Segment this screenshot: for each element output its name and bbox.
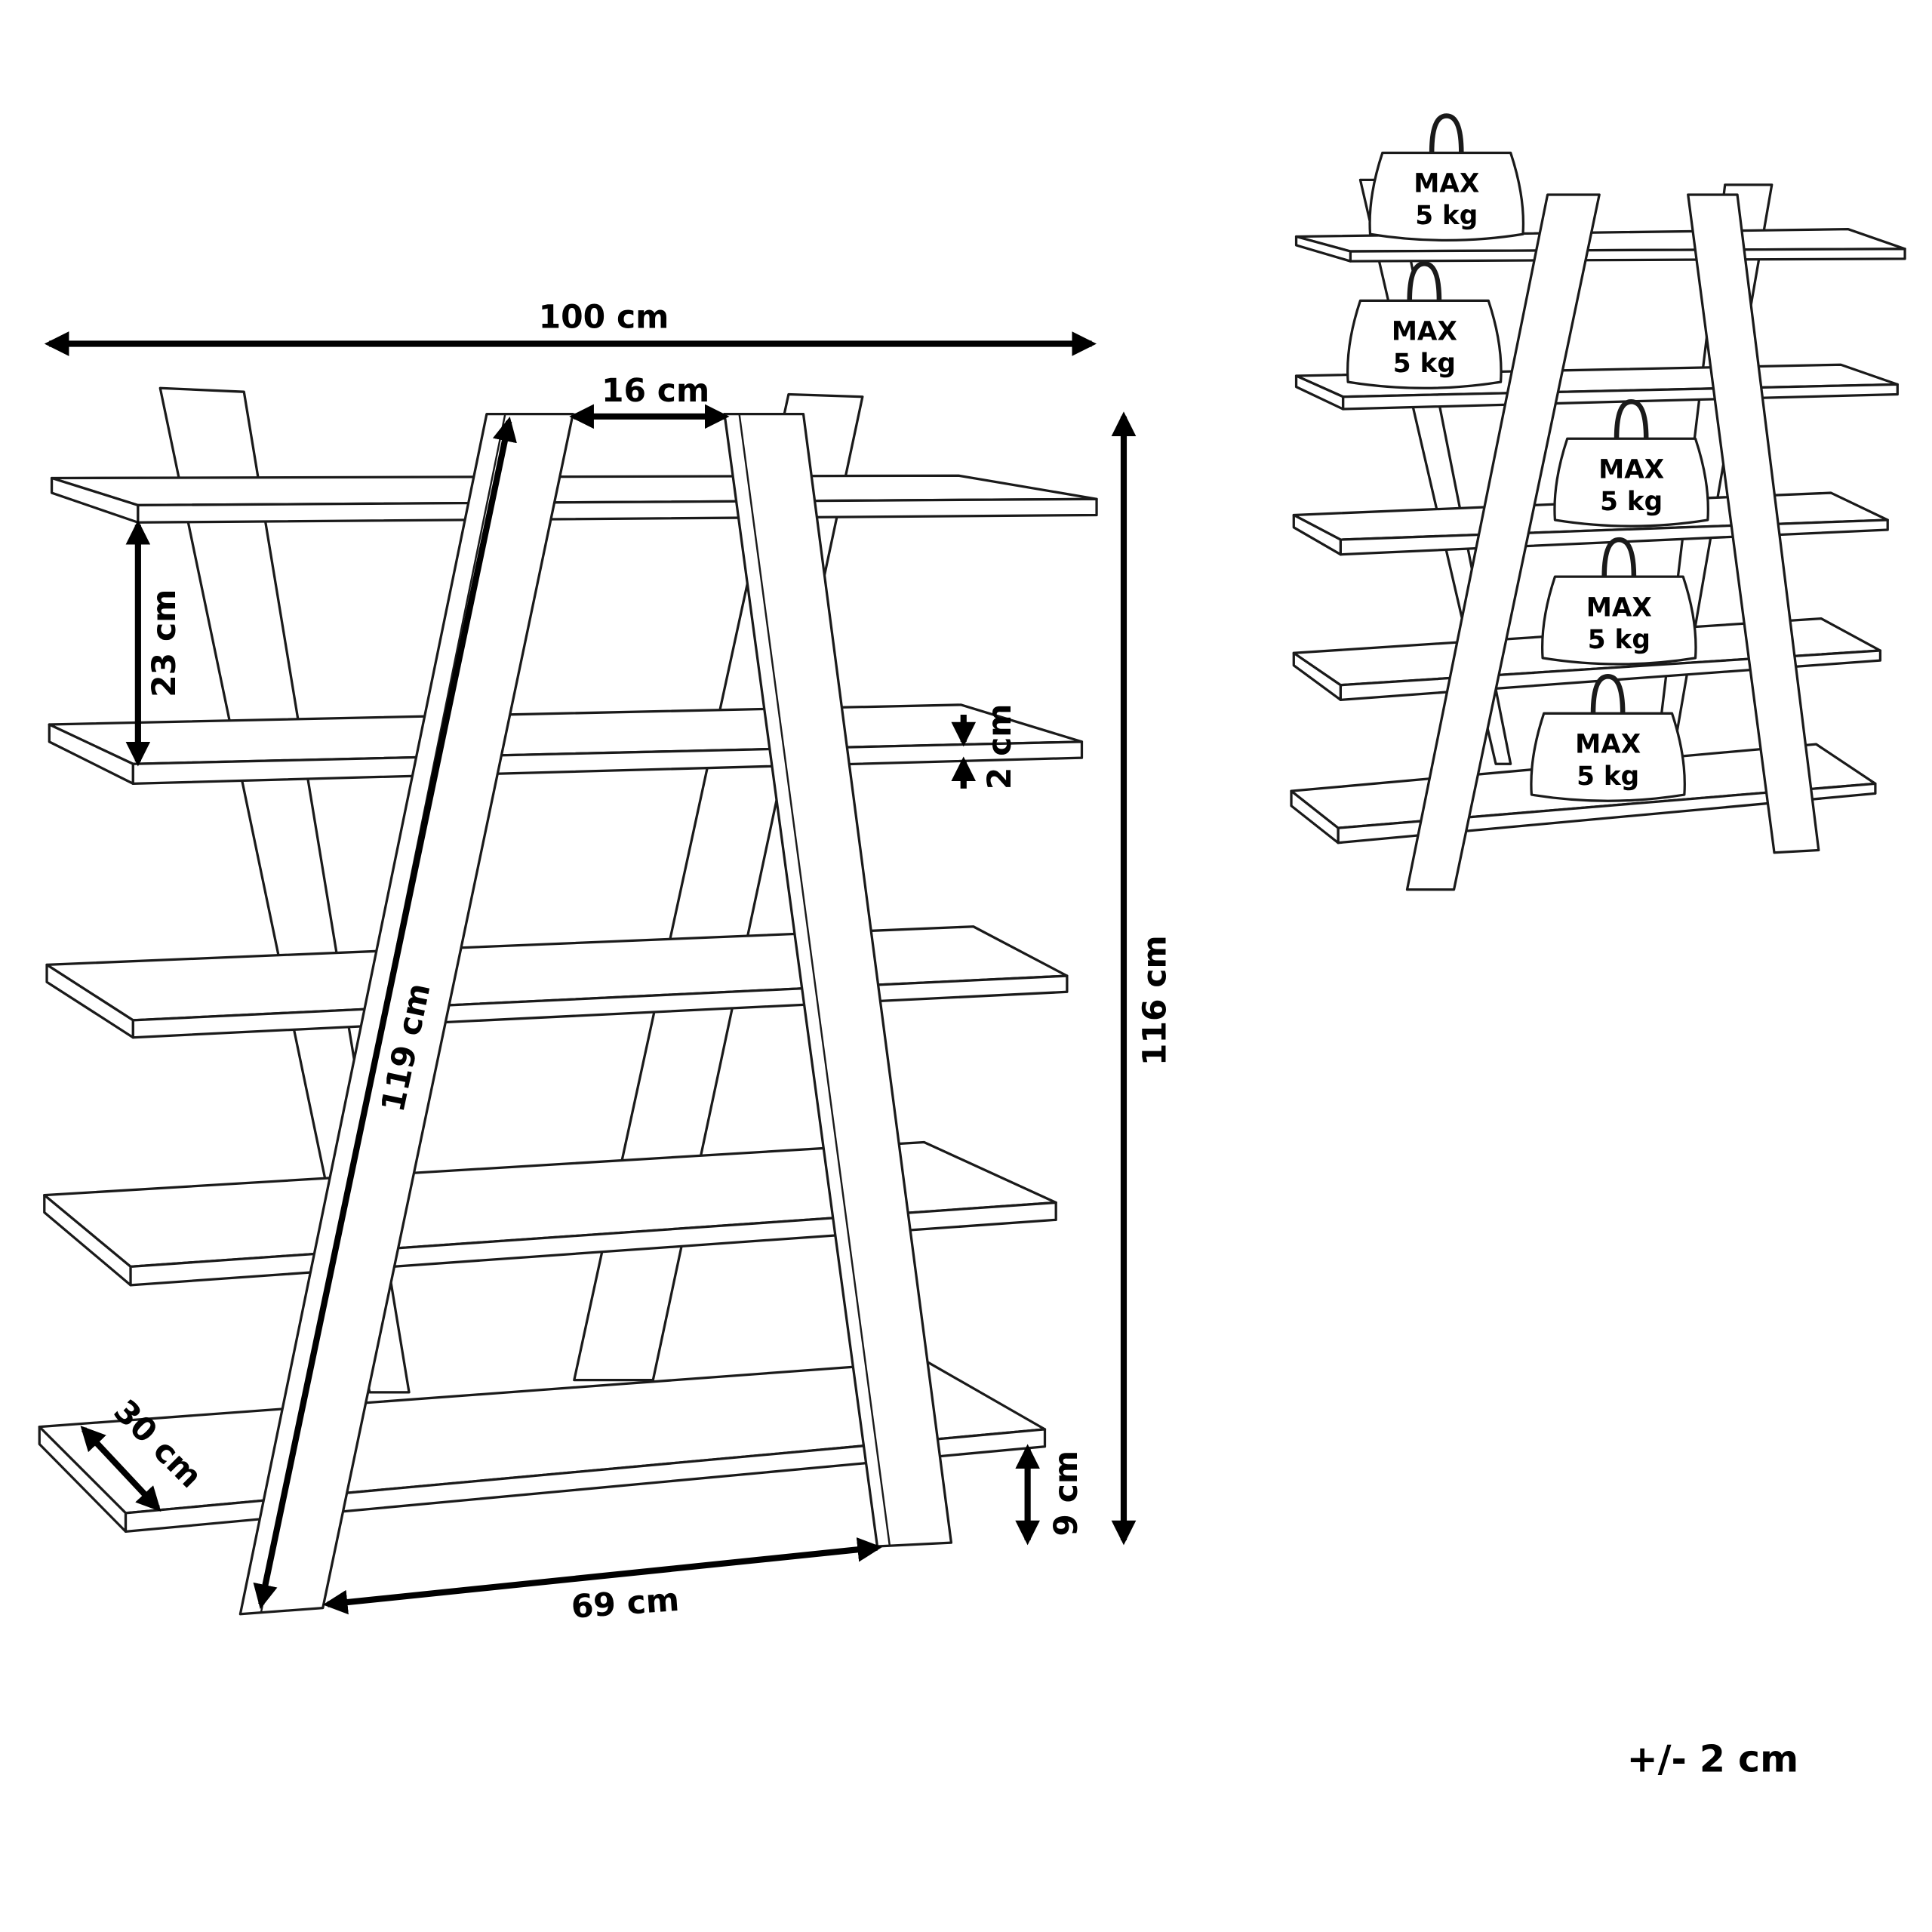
svg-text:16 cm: 16 cm (601, 373, 709, 410)
svg-text:5 kg: 5 kg (1588, 625, 1651, 655)
main-shelf-drawing (38, 386, 1098, 1616)
svg-text:2 cm: 2 cm (982, 704, 1019, 790)
svg-text:116 cm: 116 cm (1137, 935, 1174, 1066)
dimension-height: 116 cm (1111, 411, 1174, 1546)
svg-text:MAX: MAX (1598, 454, 1664, 485)
svg-text:9 cm: 9 cm (1048, 1451, 1085, 1537)
svg-text:MAX: MAX (1414, 169, 1479, 199)
svg-text:100 cm: 100 cm (539, 299, 669, 336)
dimension-leg-spread: 69 cm (322, 1537, 882, 1626)
dimension-leg-gap: 16 cm (569, 373, 730, 429)
weight-icon: MAX 5 kg (1368, 113, 1525, 242)
shelf (50, 474, 1098, 524)
shelf (45, 925, 1069, 1039)
weight-icon: MAX 5 kg (1541, 537, 1697, 666)
svg-text:5 kg: 5 kg (1393, 349, 1456, 379)
svg-text:5 kg: 5 kg (1577, 761, 1639, 792)
weight-icon: MAX 5 kg (1553, 398, 1709, 528)
svg-text:69 cm: 69 cm (570, 1582, 680, 1626)
svg-text:MAX: MAX (1392, 317, 1457, 347)
svg-text:23 cm: 23 cm (146, 589, 183, 697)
shelf (48, 703, 1084, 785)
weight-icon: MAX 5 kg (1346, 261, 1503, 389)
dimension-bottom-clearance: 9 cm (1015, 1444, 1085, 1546)
svg-text:MAX: MAX (1586, 592, 1652, 623)
svg-text:5 kg: 5 kg (1600, 487, 1663, 517)
weight-icon: MAX 5 kg (1530, 674, 1686, 802)
dimension-shelf-thickness: 2 cm (951, 704, 1019, 790)
svg-text:5 kg: 5 kg (1415, 201, 1478, 231)
dimension-width: 100 cm (44, 299, 1097, 356)
load-capacity-drawing: MAX 5 kg MAX 5 kg MAX 5 kg MAX 5 kg MAX … (1290, 113, 1906, 891)
svg-text:MAX: MAX (1575, 730, 1641, 760)
front-right-leg (723, 412, 953, 1548)
tolerance-note: +/- 2 cm (1627, 1738, 1798, 1781)
dimension-shelf-spacing: 23 cm (125, 519, 183, 767)
